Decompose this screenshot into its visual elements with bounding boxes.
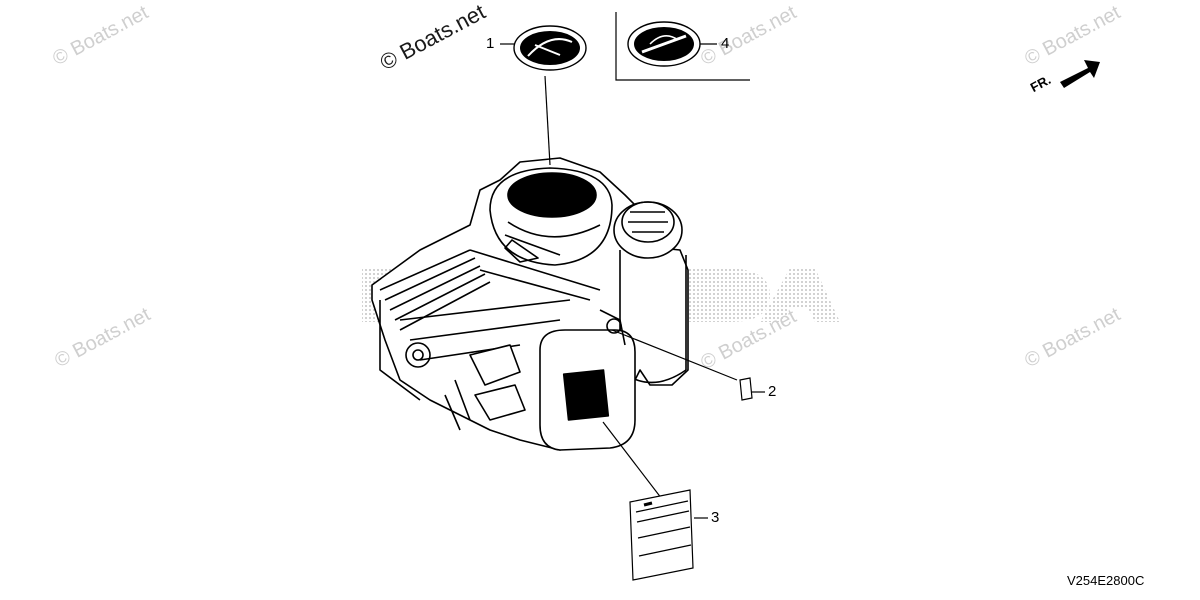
part-1-emblem — [513, 25, 587, 71]
engine-illustration — [371, 157, 689, 451]
part-3-caution-label — [629, 489, 694, 581]
diagram-code: V254E2800C — [1067, 573, 1145, 588]
callout-2: 2 — [768, 383, 777, 400]
front-direction-arrow — [1060, 60, 1100, 88]
callout-4: 4 — [721, 35, 730, 52]
part-4-emblem — [627, 21, 701, 67]
callout-3: 3 — [711, 509, 720, 526]
leader-lines — [500, 12, 765, 519]
part-2-label-sticker — [739, 377, 753, 401]
callout-1: 1 — [486, 35, 495, 52]
